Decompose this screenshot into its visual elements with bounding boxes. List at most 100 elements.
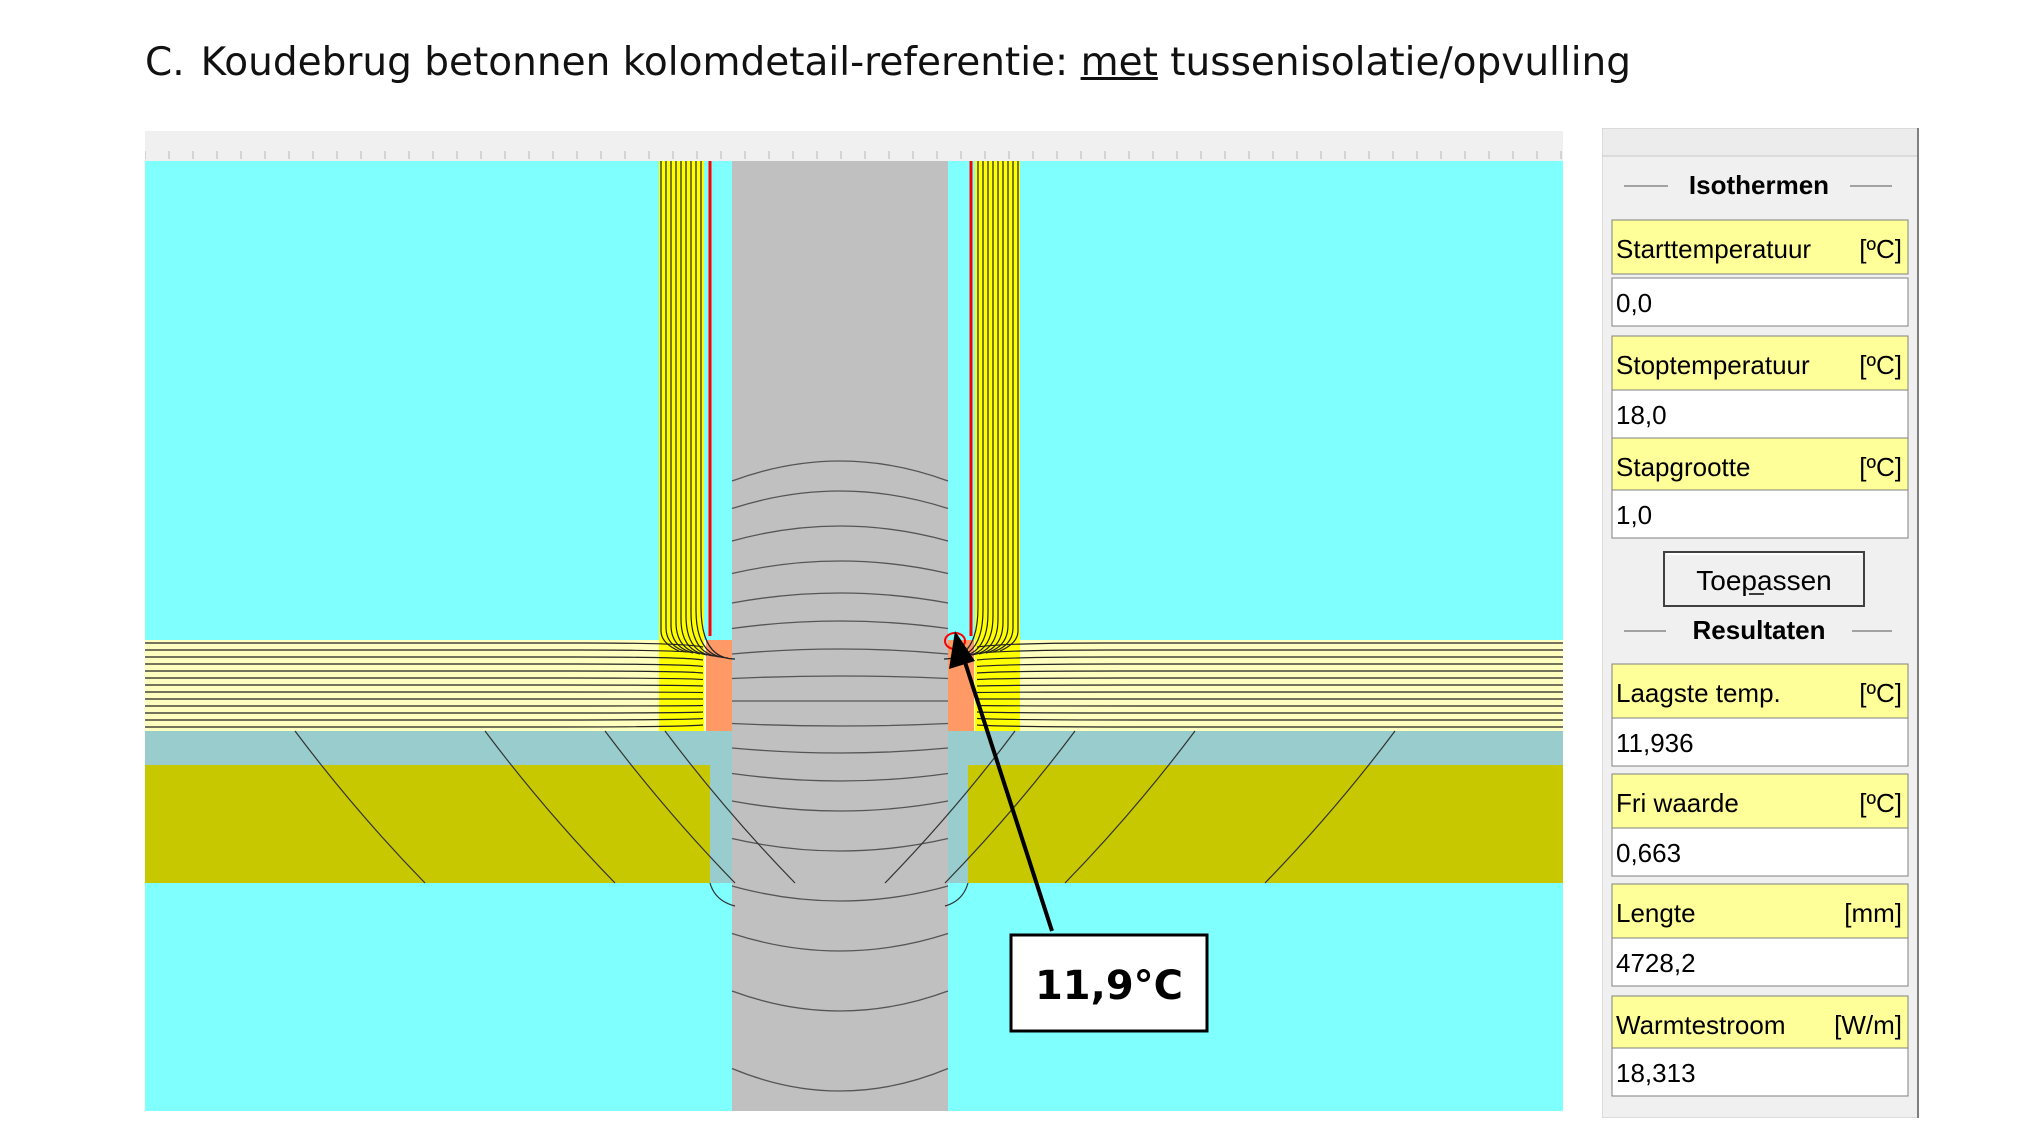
isotherm-line (145, 711, 704, 714)
stop-temp-value: 18,0 (1616, 400, 1667, 430)
isotherm-line (731, 772, 949, 782)
isotherm-line (971, 161, 999, 656)
callout-label: 11,9°C (1035, 963, 1183, 1009)
heading-post: tussenisolatie/opvulling (1157, 40, 1632, 85)
isotherm-line (731, 722, 949, 727)
isotherm-line (884, 730, 1016, 884)
isotherm-line (1264, 730, 1396, 884)
isotherm-line (670, 161, 694, 654)
heat-flow-label: Warmtestroom (1616, 1010, 1786, 1040)
isotherm-line (604, 730, 736, 884)
step-size-input[interactable] (1611, 489, 1909, 539)
isotherm-line (978, 161, 1004, 655)
isotherm-line (700, 161, 736, 660)
heat-flow-unit: [W/m] (1834, 1010, 1902, 1040)
isotherm-line (145, 724, 704, 728)
fri-value-unit: [ºC] (1859, 788, 1902, 818)
lowest-temp-label-box (1611, 663, 1909, 719)
concrete-column (732, 161, 948, 1111)
isotherm-line (976, 691, 1563, 694)
isotherm-line (675, 161, 701, 655)
callout-arrow (961, 655, 1054, 932)
isotherm-line (992, 161, 1014, 653)
fri-value-label: Fri waarde (1616, 788, 1739, 818)
isotherm-line (731, 1067, 949, 1092)
start-temp-unit: [ºC] (1859, 234, 1902, 264)
isotherm-line (731, 675, 949, 680)
isotherm-line (145, 684, 704, 687)
isotherm-line (145, 670, 704, 674)
isothermen-title: Isothermen (1689, 170, 1829, 200)
isotherm-line (660, 161, 680, 652)
stop-temp-label-box (1611, 335, 1909, 391)
start-temp-value: 0,0 (1616, 288, 1652, 318)
isotherm-line (944, 882, 969, 907)
isotherm-line (976, 717, 1563, 721)
isotherm-line (690, 161, 722, 658)
callout-box (1009, 933, 1209, 1033)
slab-left (145, 765, 710, 883)
fri-value-value: 0,663 (1616, 838, 1681, 868)
isotherm-line (731, 648, 949, 655)
isotherm-line (731, 747, 949, 754)
isotherm-line (731, 932, 949, 952)
fri-value-label-box (1611, 773, 1909, 829)
isotherm-line (145, 642, 704, 648)
lowest-temp-value: 11,936 (1616, 728, 1694, 758)
step-size-unit: [ºC] (1859, 452, 1902, 482)
isotherm-line (664, 730, 796, 884)
isotherm-line (976, 704, 1563, 707)
isotherm-line (145, 677, 704, 681)
isotherm-line (294, 730, 426, 884)
stop-temp-input[interactable] (1611, 389, 1909, 439)
heat-flow-output (1611, 1047, 1909, 1097)
start-temp-input[interactable] (1611, 277, 1909, 327)
slab-right (968, 765, 1563, 883)
heading-underlined: met (1080, 40, 1158, 85)
isotherm-line (731, 885, 949, 902)
isotherm-line (731, 620, 949, 630)
isotherm-line (731, 460, 949, 482)
lowest-temp-label: Laagste temp. (1616, 678, 1781, 708)
isotherm-line (731, 592, 949, 604)
isotherm-line (999, 161, 1019, 652)
step-size-value: 1,0 (1616, 500, 1652, 530)
isotherm-line (985, 161, 1009, 654)
start-temp-label: Starttemperatuur (1616, 234, 1811, 264)
isotherm-line (145, 656, 704, 661)
isotherm-line (680, 161, 708, 656)
isotherm-line (145, 717, 704, 721)
isotherm-line (976, 711, 1563, 714)
filler-left (706, 640, 732, 731)
slab-gap-right (948, 765, 968, 883)
page-heading: C. Koudebrug betonnen kolomdetail-referen… (145, 40, 1631, 85)
isotherms-insulation (660, 161, 1019, 660)
fri-value-output (1611, 827, 1909, 877)
step-size-label: Stapgrootte (1616, 452, 1750, 482)
heading-pre: Koudebrug betonnen kolomdetail-referenti… (200, 40, 1081, 85)
isotherm-line (731, 490, 949, 510)
isotherm-line (145, 704, 704, 707)
isotherms-column (731, 460, 949, 1092)
isotherms-slab (294, 730, 1396, 907)
isotherm-line (976, 677, 1563, 681)
heading-letter: C. (145, 40, 185, 85)
apply-button-label: Toepassen (1696, 565, 1831, 596)
resultaten-title: Resultaten (1693, 615, 1826, 645)
length-output (1611, 937, 1909, 987)
lowest-temp-output (1611, 717, 1909, 767)
isotherm-line (731, 525, 949, 542)
length-unit: [mm] (1844, 898, 1902, 928)
isotherm-line (665, 161, 687, 653)
isotherm-line (685, 161, 715, 657)
callout-arrowhead (949, 631, 975, 669)
start-temp-label-box (1611, 219, 1909, 275)
slab-gap-left (710, 765, 732, 883)
settings-panel: Isothermen Starttemperatuur [ºC] 0,0 Sto… (1602, 128, 1920, 1118)
apply-button[interactable] (1663, 551, 1865, 607)
stop-temp-label: Stoptemperatuur (1616, 350, 1810, 380)
isotherm-line (695, 161, 729, 659)
thermal-drawing[interactable]: 11,9°C (145, 131, 1563, 1111)
length-value: 4728,2 (1616, 948, 1696, 978)
isotherm-line (976, 684, 1563, 687)
